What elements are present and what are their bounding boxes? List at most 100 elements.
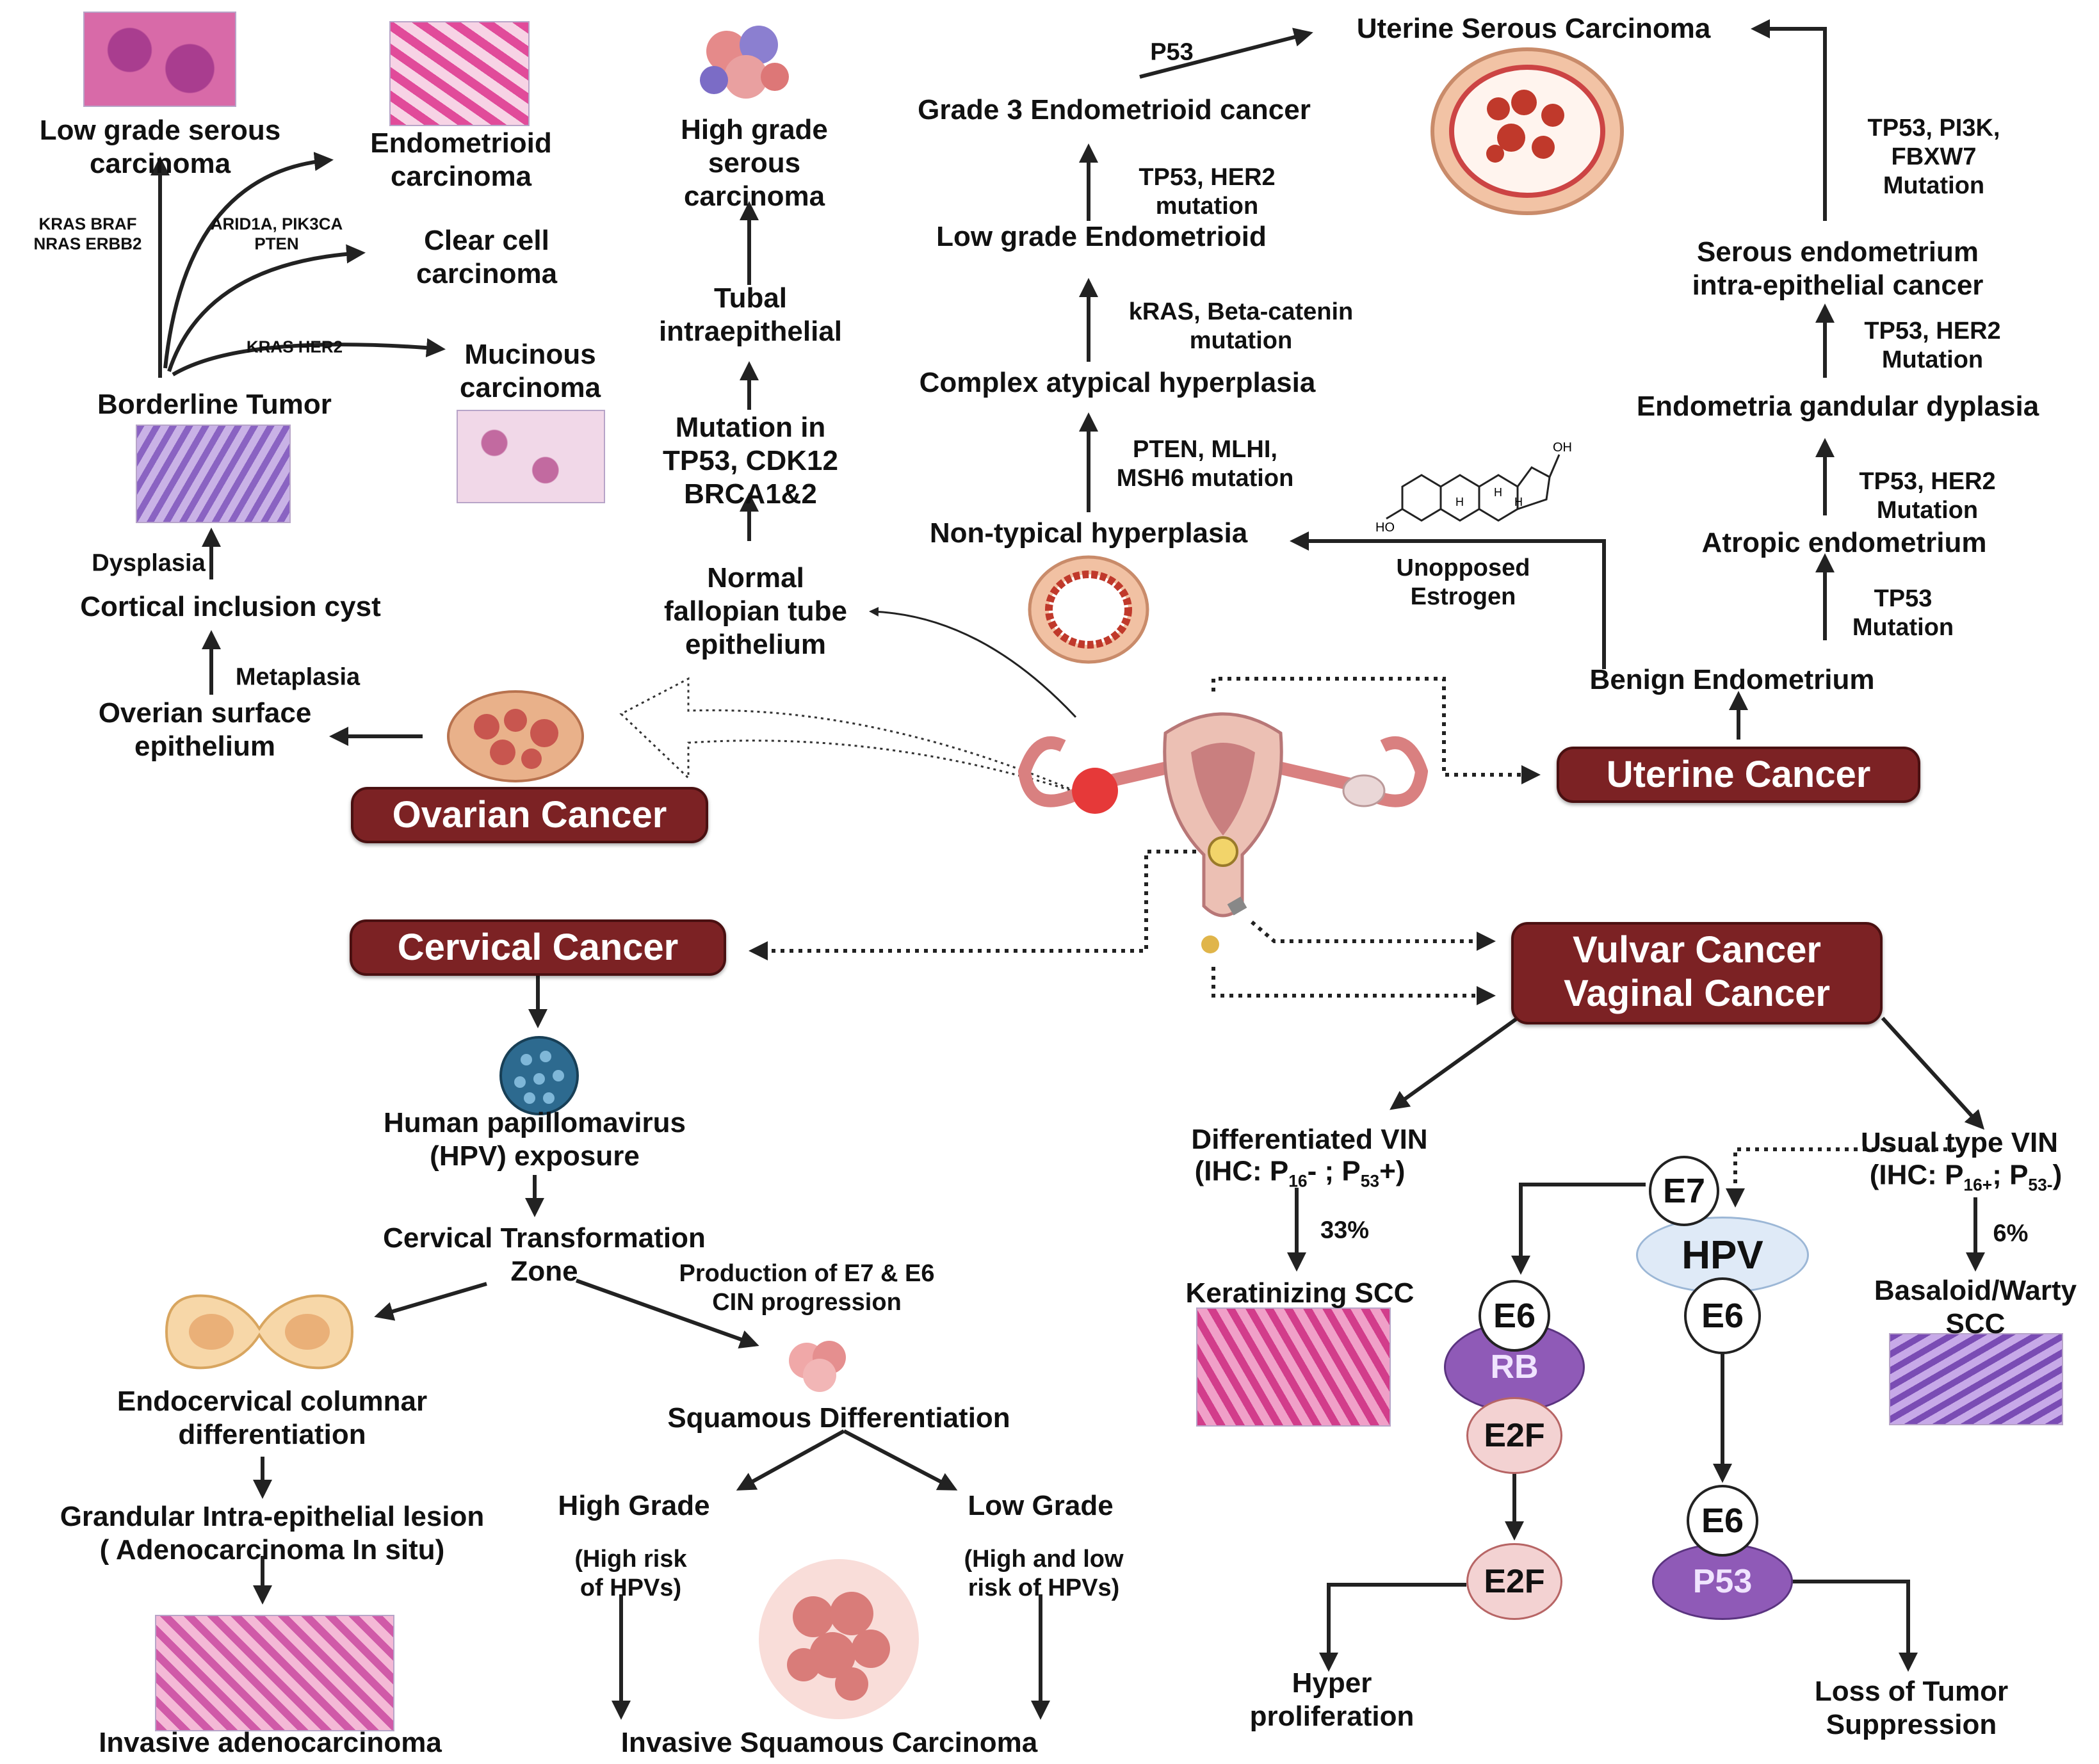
histo-endometrioid (389, 21, 530, 126)
histo-invasive-adeno (155, 1615, 394, 1731)
hollow-arrow-to-ovary (619, 677, 1083, 795)
estradiol-h-label-3: H (1514, 496, 1523, 508)
diff-vin-ihc-prefix: (IHC: P (1194, 1155, 1289, 1187)
hpv-virus-icon (499, 1036, 579, 1115)
text-glandular-lesion: Grandular Intra-epithelial lesion( Adeno… (60, 1501, 485, 1566)
text-glandular-dysplasia: Endometria gandular dyplasia (1636, 391, 2039, 423)
node-e2f-b: E2F (1466, 1543, 1562, 1620)
histo-keratinizing (1196, 1307, 1391, 1427)
node-e2f-a: E2F (1466, 1397, 1562, 1474)
text-p53: P53 (1150, 38, 1194, 66)
text-benign-endometrium: Benign Endometrium (1589, 664, 1875, 696)
estradiol-structure-icon: HO OH H H H (1375, 441, 1572, 535)
text-differentiated-vin: Differentiated VIN (1191, 1124, 1428, 1156)
text-borderline-tumor: Borderline Tumor (97, 389, 332, 421)
label-cervical-cancer: Cervical Cancer (350, 919, 726, 976)
diff-vin-ihc-mid: - ; P (1307, 1155, 1361, 1187)
endocervical-cell-icon (165, 1294, 354, 1370)
text-33-percent: 33% (1320, 1217, 1370, 1244)
text-low-grade: Low Grade (968, 1490, 1114, 1522)
text-keratinizing-scc: Keratinizing SCC (1185, 1277, 1414, 1309)
label-vulvar-vaginal-cancer: Vulvar Cancer Vaginal Cancer (1511, 922, 1883, 1024)
ovary-icon (447, 690, 584, 782)
usual-vin-p16-sub: 16+ (1963, 1175, 1993, 1195)
usual-vin-ihc-suffix: ) (2052, 1159, 2063, 1191)
text-invasive-adenocarcinoma: Invasive adenocarcinoma (99, 1727, 442, 1759)
thin-curve-to-tube (869, 606, 1077, 718)
histo-basaloid (1889, 1333, 2063, 1425)
estradiol-ho-label: HO (1375, 521, 1395, 535)
text-high-grade: High Grade (558, 1490, 710, 1522)
text-atrophic-endometrium: Atropic endometrium (1701, 527, 1987, 559)
tumor-cross-section-icon (1430, 47, 1624, 215)
node-e6-right: E6 (1684, 1277, 1761, 1354)
node-e7: E7 (1649, 1156, 1719, 1226)
node-rb: RB (1444, 1322, 1585, 1412)
squamous-cluster-icon (789, 1341, 846, 1392)
label-vulvar-cancer: Vulvar Cancer (1573, 929, 1821, 971)
text-metaplasia: Metaplasia (235, 663, 361, 691)
histo-low-grade-serous (83, 12, 236, 107)
usual-vin-ihc-mid: ; P (1992, 1159, 2029, 1191)
text-usual-vin: Usual type VIN (1860, 1127, 2059, 1159)
text-hpv-exposure: Human papillomavirus(HPV) exposure (384, 1107, 686, 1172)
text-diff-vin-ihc: (IHC: P16- ; P53+) (1195, 1155, 1406, 1192)
cell-cluster-icon (700, 26, 789, 99)
diff-vin-p16-sub: 16 (1288, 1171, 1308, 1191)
diff-vin-ihc-suffix: +) (1379, 1155, 1406, 1187)
text-pten-mlhi: PTEN, MLHI,MSH6 mutation (1116, 436, 1294, 492)
text-kras-her2: KRAS HER2 (246, 337, 343, 357)
dotted-arrows (749, 677, 1956, 1208)
estradiol-h-label-1: H (1494, 486, 1502, 499)
text-uterine-serous-carcinoma: Uterine Serous Carcinoma (1356, 13, 1711, 45)
text-cortical-inclusion: Cortical inclusion cyst (80, 591, 381, 623)
label-ovarian-cancer: Ovarian Cancer (351, 787, 708, 843)
diff-vin-p53-sub: 53 (1360, 1171, 1380, 1191)
text-grade3-endometrioid: Grade 3 Endometrioid cancer (918, 94, 1311, 126)
text-usual-vin-ihc: (IHC: P16+; P53-) (1870, 1159, 2062, 1195)
uterus-icon (1018, 712, 1428, 953)
estradiol-h-label-2: H (1455, 496, 1464, 508)
histo-mucinous (457, 410, 605, 503)
text-non-typical-hyperplasia: Non-typical hyperplasia (929, 517, 1248, 549)
label-uterine-cancer: Uterine Cancer (1557, 747, 1920, 803)
histo-borderline (136, 425, 291, 523)
invasive-squamous-cluster-icon (759, 1559, 919, 1719)
solid-arrows (150, 19, 1985, 1720)
text-6-percent: 6% (1993, 1220, 2029, 1247)
usual-vin-ihc-prefix: (IHC: P (1869, 1159, 1964, 1191)
text-dysplasia: Dysplasia (92, 549, 206, 577)
text-low-grade-endometrioid: Low grade Endometrioid (936, 221, 1267, 253)
label-vaginal-cancer: Vaginal Cancer (1564, 973, 1830, 1015)
estradiol-oh-label: OH (1553, 441, 1572, 455)
hyperplasia-ring-icon (1028, 555, 1149, 664)
node-e6-p53: E6 (1687, 1485, 1758, 1557)
